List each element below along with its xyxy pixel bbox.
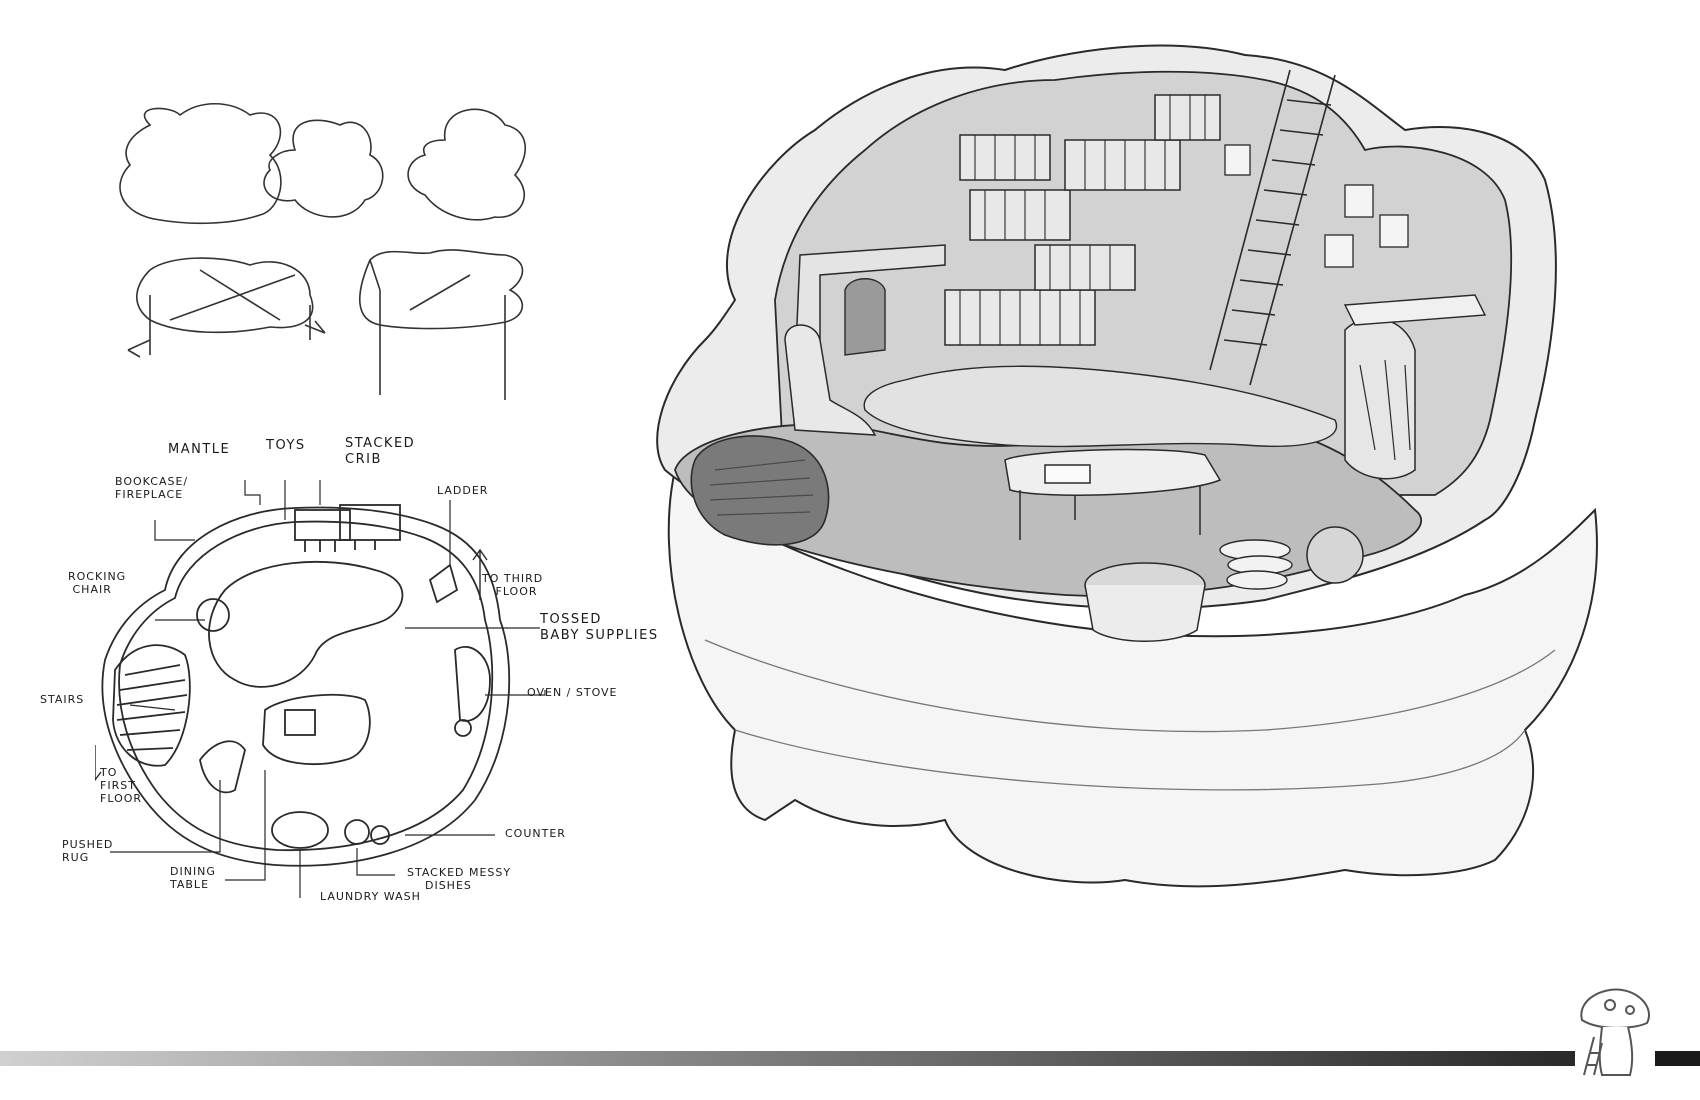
footer-gradient-bar [0,1051,1575,1066]
label-toys: Toys [266,438,306,453]
label-tossed-baby-supplies: Tossed baby supplies [540,612,659,643]
floor-plan [95,480,546,898]
room-rug [863,365,1338,448]
label-to-third-floor: To third floor [482,572,544,598]
room-picture-frames [1224,144,1409,268]
mushroom-house-icon [1580,988,1650,1076]
room-cauldron [1306,526,1364,584]
label-mantle: Mantle [168,442,231,457]
room-ladder [1209,69,1336,386]
label-pushed-rug: Pushed rug [62,838,114,864]
label-stacked-messy-dishes: Stacked messy dishes [407,866,512,892]
room-illustration [656,44,1598,888]
label-oven-stove: Oven / stove [527,686,618,699]
room-dining-table [1004,448,1222,540]
room-stacked-cribs [944,94,1221,346]
floor-plan-table [262,693,371,765]
label-ladder: Ladder [437,484,489,497]
floor-plan-rocking-chair [196,598,230,632]
label-stairs: Stairs [40,693,85,706]
room-laundry-tub [1084,562,1206,642]
floor-plan-stairs [112,644,191,767]
shape-thumbnails [119,103,527,400]
thumb-shape-1 [119,103,282,225]
floor-plan-ladder [428,563,459,604]
floor-plan-pushed-rug [199,740,246,794]
floor-plan-oven [454,645,491,722]
floor-plan-rug [208,560,404,688]
thumb-box-1 [136,257,314,334]
thumb-shape-3 [407,108,527,221]
room-oven [1344,317,1416,480]
room-dishes [1219,539,1293,590]
room-stairwell [690,435,830,546]
thumb-shape-2 [263,119,384,218]
label-bookcase-fireplace: Bookcase/ fireplace [115,475,189,501]
label-counter: Counter [505,827,566,840]
floor-plan-crib [294,509,351,541]
footer-bar-end [1655,1051,1700,1066]
label-stacked-crib: Stacked crib [345,436,416,467]
label-dining-table: Dining table [170,865,216,891]
room-counter [1343,294,1487,326]
floor-plan-laundry [271,811,329,849]
thumb-box-2 [359,249,524,330]
floor-plan-outer-wall [101,506,511,867]
label-rocking-chair: Rocking chair [68,570,127,596]
room-rocking-chair [784,324,877,436]
label-laundry-wash: Laundry wash [320,890,421,903]
label-to-first-floor: To first floor [100,766,143,805]
